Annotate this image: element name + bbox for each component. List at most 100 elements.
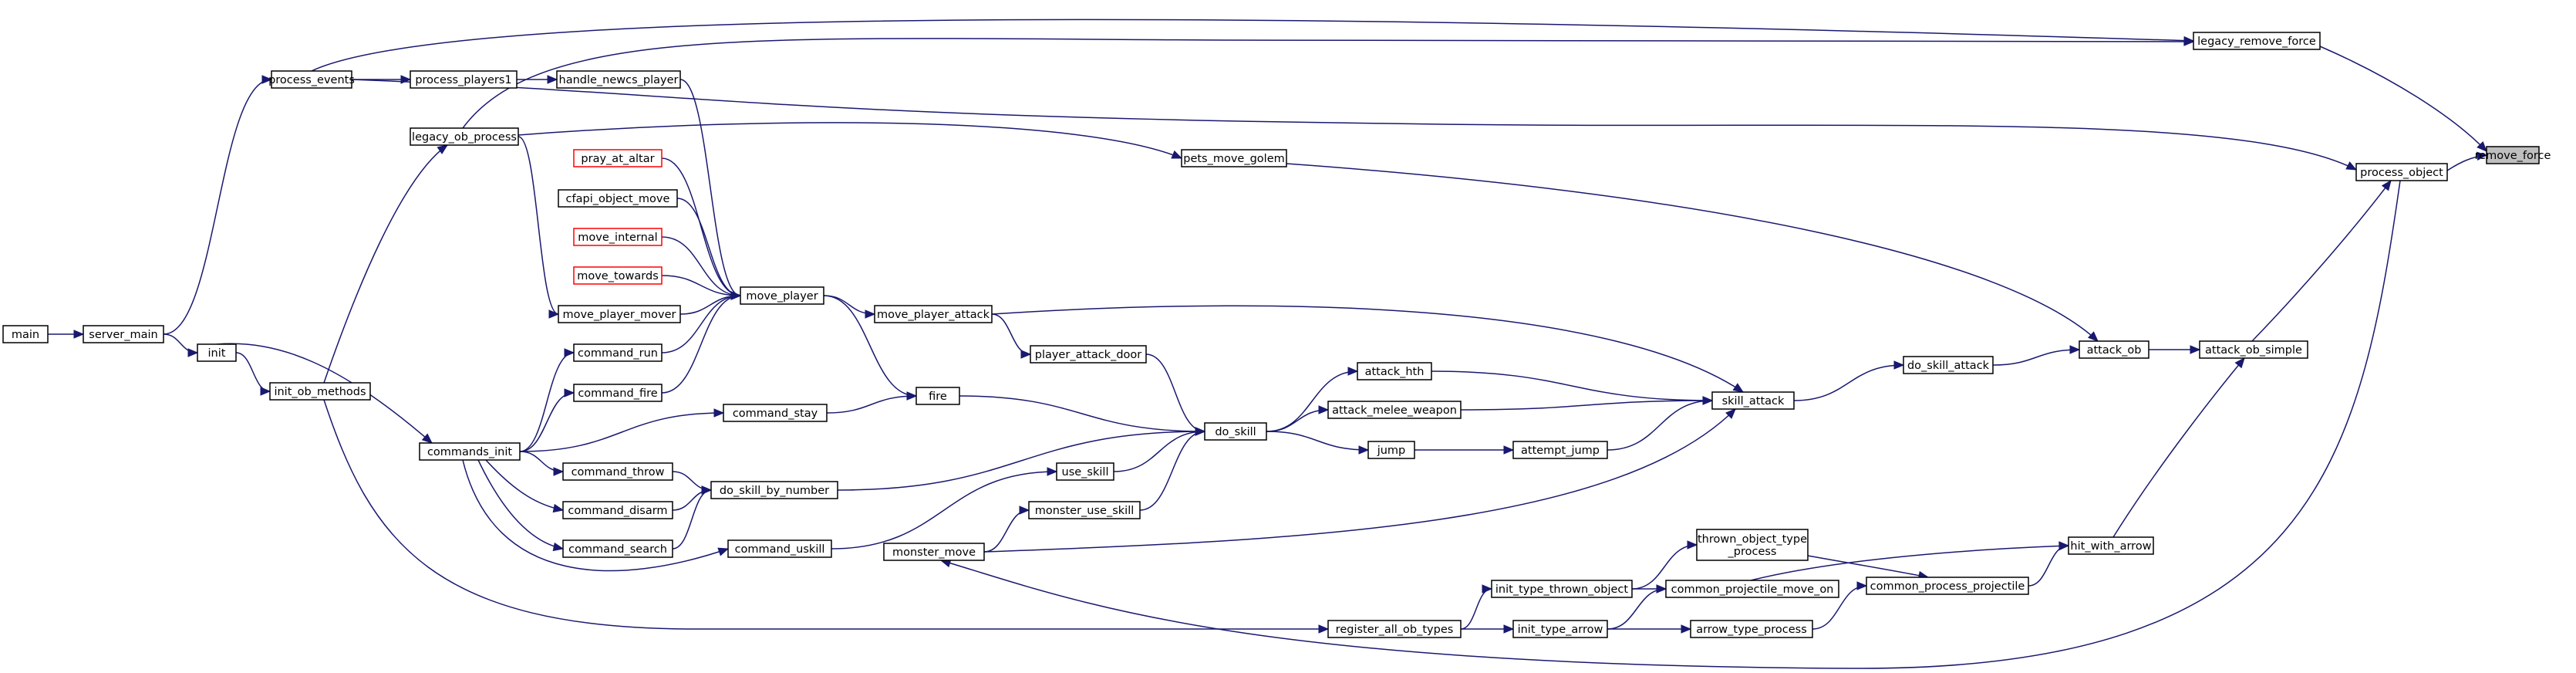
node-attack-hth[interactable]: attack_hth [1357, 362, 1432, 380]
node-do-skill[interactable]: do_skill [1204, 422, 1267, 441]
node-box[interactable] [1367, 441, 1415, 459]
node-box[interactable] [723, 404, 828, 422]
node-cfapi-object-move[interactable]: cfapi_object_move [558, 189, 678, 208]
node-init[interactable]: init [197, 343, 237, 362]
node-box[interactable] [573, 266, 663, 285]
node-box[interactable] [562, 501, 673, 519]
node-box[interactable] [1056, 462, 1114, 481]
node-box[interactable] [1690, 620, 1813, 638]
node-box[interactable] [1866, 577, 2029, 595]
node-attack-ob[interactable]: attack_ob [2079, 340, 2149, 359]
node-command-fire[interactable]: command_fire [573, 384, 663, 402]
node-box[interactable] [1903, 356, 1994, 374]
node-box[interactable] [1711, 391, 1795, 410]
node-init-type-thrown-object[interactable]: init_type_thrown_object [1491, 580, 1633, 598]
node-command-uskill[interactable]: command_uskill [727, 539, 832, 558]
node-box[interactable] [1181, 149, 1287, 167]
node-legacy-remove-force[interactable]: legacy_remove_force [2193, 32, 2321, 50]
node-register-all-ob-types[interactable]: register_all_ob_types [1327, 620, 1462, 638]
node-process-players1[interactable]: process_players1 [410, 70, 518, 89]
node-box[interactable] [573, 149, 663, 167]
node-box[interactable] [562, 462, 673, 481]
node-box[interactable] [2, 325, 49, 343]
node-monster-use-skill[interactable]: monster_use_skill [1028, 501, 1141, 519]
node-init-ob-methods[interactable]: init_ob_methods [269, 382, 371, 401]
node-box[interactable] [558, 305, 681, 323]
node-thrown-object-type-process[interactable]: thrown_object_type_process [1696, 529, 1809, 561]
node-hit-with-arrow[interactable]: hit_with_arrow [2068, 536, 2154, 555]
node-box[interactable] [1512, 620, 1608, 638]
node-box[interactable] [83, 325, 164, 343]
node-command-stay[interactable]: command_stay [723, 404, 828, 422]
node-monster-move[interactable]: monster_move [883, 543, 985, 561]
node-init-type-arrow[interactable]: init_type_arrow [1512, 620, 1608, 638]
node-attack-melee-weapon[interactable]: attack_melee_weapon [1327, 401, 1462, 419]
node-command-run[interactable]: command_run [573, 343, 663, 362]
node-box[interactable] [410, 127, 519, 146]
node-command-throw[interactable]: command_throw [562, 462, 673, 481]
node-use-skill[interactable]: use_skill [1056, 462, 1114, 481]
node-box[interactable] [2079, 340, 2149, 359]
node-box[interactable] [915, 387, 960, 405]
node-move-player-attack[interactable]: move_player_attack [874, 305, 993, 323]
node-box[interactable] [1491, 580, 1633, 598]
node-attempt-jump[interactable]: attempt_jump [1512, 441, 1608, 459]
node-box[interactable] [2199, 340, 2308, 359]
node-box[interactable] [883, 543, 985, 561]
node-do-skill-by-number[interactable]: do_skill_by_number [710, 481, 838, 499]
node-box[interactable] [1696, 529, 1809, 561]
node-do-skill-attack[interactable]: do_skill_attack [1903, 356, 1994, 374]
node-server-main[interactable]: server_main [83, 325, 164, 343]
node-pets-move-golem[interactable]: pets_move_golem [1181, 149, 1287, 167]
node-box[interactable] [269, 382, 371, 401]
node-move-internal[interactable]: move_internal [573, 228, 663, 246]
node-box[interactable] [271, 70, 352, 89]
node-common-process-projectile[interactable]: common_process_projectile [1866, 577, 2029, 595]
node-main[interactable]: main [2, 325, 49, 343]
node-player-attack-door[interactable]: player_attack_door [1030, 345, 1147, 364]
node-process-object[interactable]: process_object [2355, 163, 2448, 181]
node-box[interactable] [1665, 580, 1839, 598]
node-remove-force[interactable]: remove_force [2475, 146, 2551, 164]
node-command-disarm[interactable]: command_disarm [562, 501, 673, 519]
node-box[interactable] [1030, 345, 1147, 364]
node-box[interactable] [2068, 536, 2154, 555]
node-move-player-mover[interactable]: move_player_mover [558, 305, 681, 323]
node-box[interactable] [2355, 163, 2448, 181]
node-box[interactable] [573, 228, 663, 246]
node-box[interactable] [1327, 620, 1462, 638]
node-handle-newcs-player[interactable]: handle_newcs_player [556, 70, 681, 89]
node-box[interactable] [410, 70, 518, 89]
node-box[interactable] [558, 189, 678, 208]
node-pray-at-altar[interactable]: pray_at_altar [573, 149, 663, 167]
node-box[interactable] [197, 343, 237, 362]
node-move-player[interactable]: move_player [740, 286, 824, 305]
node-box[interactable] [419, 442, 521, 461]
node-legacy-ob-process[interactable]: legacy_ob_process [410, 127, 519, 146]
node-box[interactable] [1028, 501, 1141, 519]
node-box[interactable] [1204, 422, 1267, 441]
node-move-towards[interactable]: move_towards [573, 266, 663, 285]
node-box[interactable] [740, 286, 824, 305]
node-attack-ob-simple[interactable]: attack_ob_simple [2199, 340, 2308, 359]
node-box[interactable] [710, 481, 838, 499]
node-process-events[interactable]: process_events [268, 70, 355, 89]
node-command-search[interactable]: command_search [562, 539, 673, 558]
node-box[interactable] [562, 539, 673, 558]
node-skill-attack[interactable]: skill_attack [1711, 391, 1795, 410]
node-commands-init[interactable]: commands_init [419, 442, 521, 461]
node-box[interactable] [556, 70, 681, 89]
node-arrow-type-process[interactable]: arrow_type_process [1690, 620, 1813, 638]
node-box[interactable] [573, 343, 663, 362]
node-box[interactable] [874, 305, 993, 323]
node-common-projectile-move-on[interactable]: common_projectile_move_on [1665, 580, 1839, 598]
node-box[interactable] [727, 539, 832, 558]
node-box[interactable] [1512, 441, 1608, 459]
node-box[interactable] [2193, 32, 2321, 50]
node-box[interactable] [1357, 362, 1432, 380]
node-jump[interactable]: jump [1367, 441, 1415, 459]
node-box[interactable] [1327, 401, 1462, 419]
node-box[interactable] [2486, 146, 2540, 164]
node-box[interactable] [573, 384, 663, 402]
node-fire[interactable]: fire [915, 387, 960, 405]
